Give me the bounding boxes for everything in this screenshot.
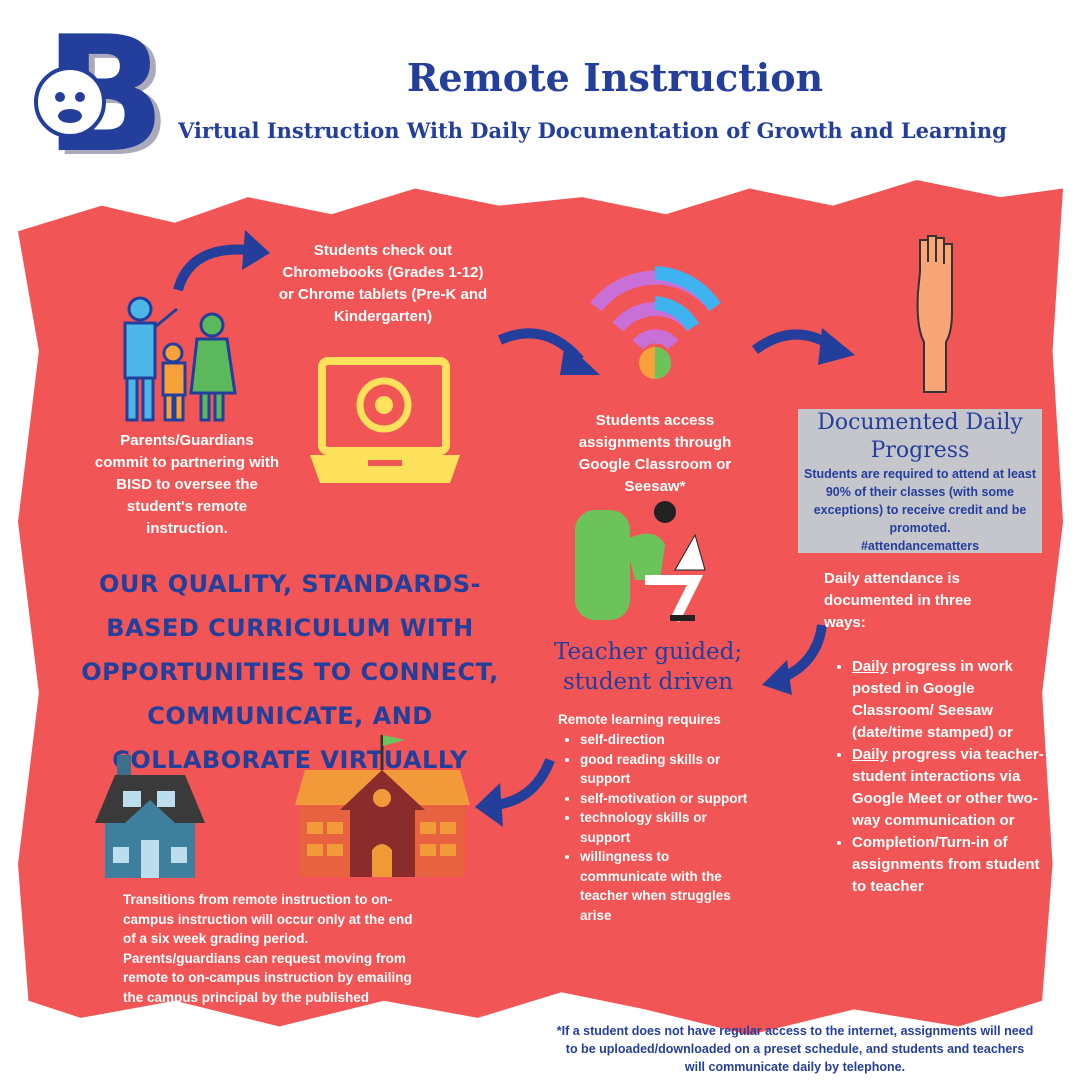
attendance-methods: Daily progress in work posted in Google …: [830, 656, 1045, 898]
list-item: Completion/Turn-in of assignments from s…: [852, 832, 1045, 898]
page-title: Remote Instruction: [406, 55, 824, 100]
family-icon: [105, 295, 245, 430]
attendance-intro: Daily attendance is documented in three …: [824, 570, 972, 631]
documented-progress-box: Documented Daily Progress Students are r…: [798, 409, 1042, 553]
progress-hashtag: #attendancematters: [860, 539, 980, 553]
house-icon: [95, 755, 205, 885]
teacher-guided-title: Teacher guided; student driven: [553, 639, 743, 695]
progress-body: Students are required to attend at least…: [804, 467, 1036, 535]
laptop-chrome-icon: [310, 355, 460, 490]
item-text: Completion/Turn-in of assignments from s…: [852, 834, 1040, 895]
list-item: willingness to communicate with the teac…: [580, 847, 758, 925]
arrow-icon: [495, 320, 605, 385]
transitions-text: Transitions from remote instruction to o…: [123, 892, 413, 1024]
requirements-intro: Remote learning requires: [558, 712, 721, 727]
progress-title: Documented Daily Progress: [817, 410, 1023, 463]
list-item: technology skills or support: [580, 808, 758, 847]
arrow-icon: [762, 620, 832, 700]
list-item: good reading skills or support: [580, 750, 758, 789]
footnote: *If a student does not have regular acce…: [556, 1024, 1034, 1074]
raised-hand-icon: [912, 232, 962, 402]
wifi-icon: [588, 265, 723, 385]
underline-word: Daily: [852, 658, 888, 675]
item-text: progress via teacher-student interaction…: [852, 746, 1044, 829]
arrow-icon: [475, 755, 555, 835]
underline-word: Daily: [852, 746, 888, 763]
item-text: progress in work posted in Google Classr…: [852, 658, 1013, 741]
list-item: self-direction: [580, 730, 758, 750]
step-parents-text: Parents/Guardians commit to partnering w…: [94, 432, 280, 537]
list-item: Daily progress in work posted in Google …: [852, 656, 1045, 744]
school-building-icon: [295, 730, 470, 885]
torn-paper-background: [18, 180, 1063, 1035]
step-chromebooks-text: Students check out Chromebooks (Grades 1…: [278, 242, 488, 325]
curriculum-statement: Our quality, standards-based curriculum …: [81, 570, 499, 774]
list-item: self-motivation or support: [580, 789, 758, 809]
arrow-icon: [750, 320, 860, 375]
student-on-laptop-icon: [575, 500, 725, 630]
remote-requirements: Remote learning requires self-direction …: [558, 710, 758, 925]
arrow-icon: [170, 225, 270, 300]
page-subtitle: Virtual Instruction With Daily Documenta…: [178, 118, 1007, 143]
list-item: Daily progress via teacher-student inter…: [852, 744, 1045, 832]
step-classroom-text: Students access assignments through Goog…: [578, 412, 732, 495]
